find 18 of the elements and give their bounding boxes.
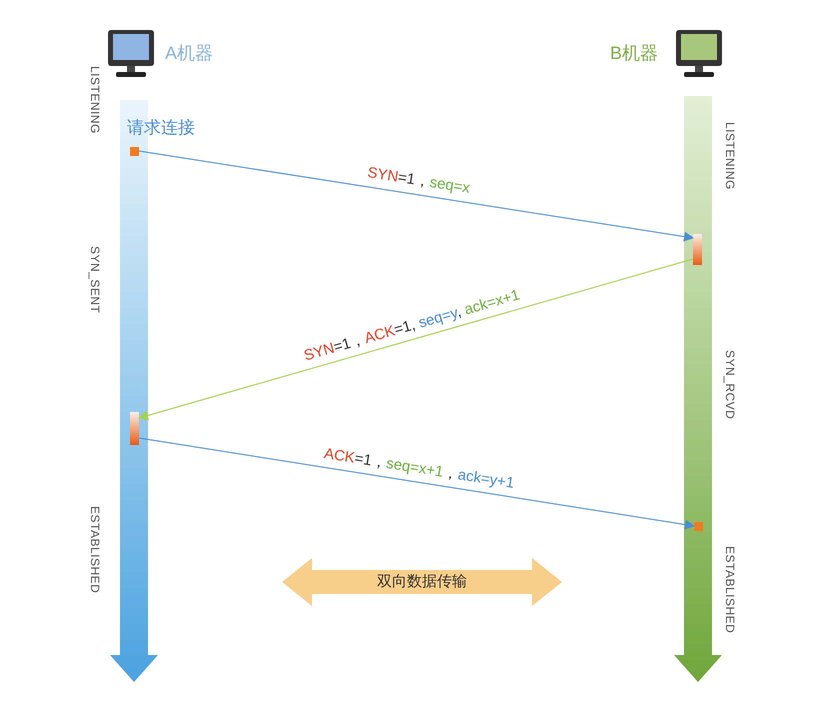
marker-bar [130, 412, 139, 445]
state-label: LISTENING [723, 122, 737, 190]
state-label: SYN_RCVD [723, 350, 737, 420]
arrow [138, 438, 695, 530]
state-label: SYN_SENT [88, 246, 102, 314]
machine-label: A机器 [165, 42, 223, 64]
arrow [138, 258, 694, 420]
marker-bar [693, 234, 702, 265]
state-label: ESTABLISHED [88, 506, 102, 594]
arrow-label: 双向数据传输 [376, 572, 468, 592]
state-label: LISTENING [88, 66, 102, 134]
marker-square [130, 147, 139, 156]
arrow [138, 150, 694, 242]
node-label: 请求连接 [127, 117, 195, 139]
state-label: ESTABLISHED [723, 546, 737, 634]
double-arrow [282, 558, 562, 606]
machine-label: B机器 [610, 42, 668, 64]
marker-square [694, 522, 703, 531]
